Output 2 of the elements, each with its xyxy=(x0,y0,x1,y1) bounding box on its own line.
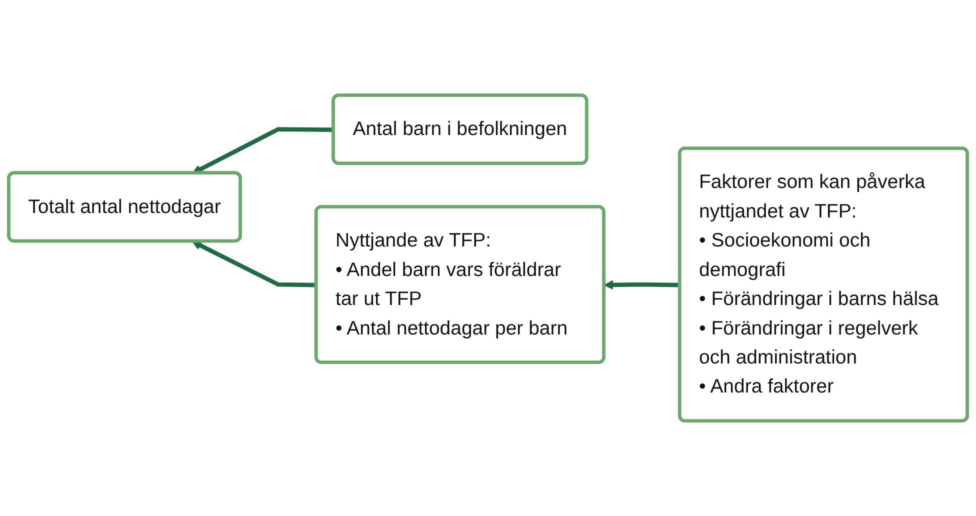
arrow xyxy=(604,280,680,290)
arrow xyxy=(192,241,317,288)
